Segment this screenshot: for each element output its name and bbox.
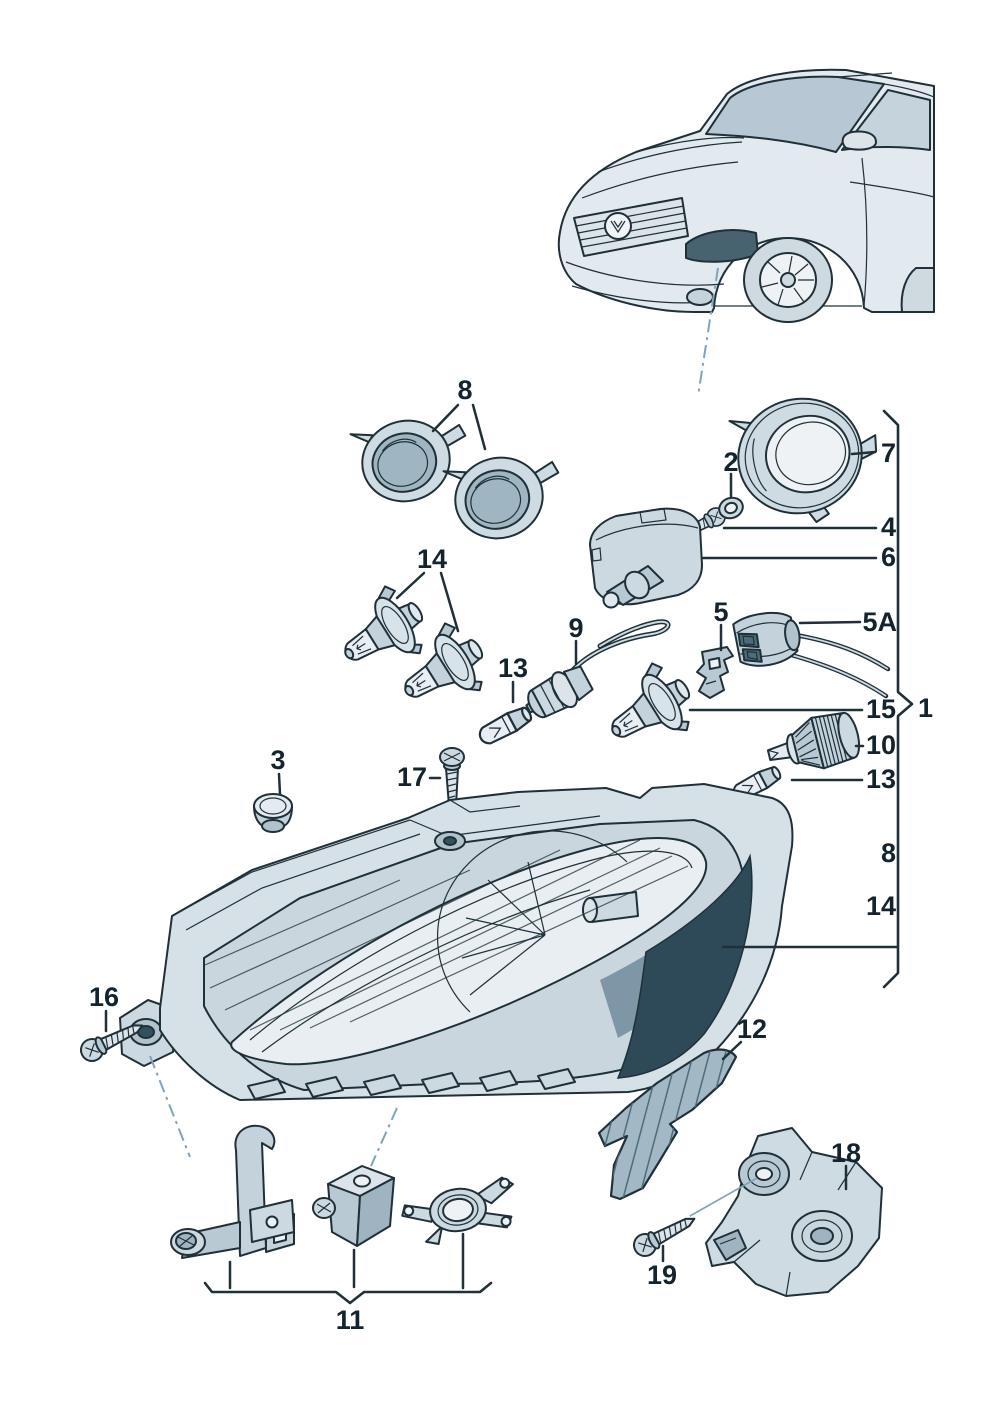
washer <box>718 496 744 520</box>
car-grille <box>573 197 689 257</box>
mounting-bracket <box>689 1127 883 1297</box>
bracket-plate <box>401 1176 514 1246</box>
bulb-holder <box>766 711 861 770</box>
callout-assembly: 1 <box>918 693 933 723</box>
leader-lines <box>104 403 899 1290</box>
callout-connector: 5A <box>862 607 897 637</box>
callout-bulb-right: 15 <box>866 694 896 724</box>
callout-holder: 10 <box>866 730 896 760</box>
callout-trim-piece: 12 <box>737 1014 767 1044</box>
reference-line-car-to-parts <box>697 267 719 397</box>
callout-caps: 8 <box>457 375 472 405</box>
sealing-cap-small <box>253 793 293 833</box>
callout-bulbs: 14 <box>417 544 447 574</box>
callout-ref-cap: 8 <box>881 838 896 868</box>
callout-labels: 8 2 7 4 6 14 9 13 5 5A 15 1 10 13 8 14 3… <box>89 375 933 1335</box>
connector-housing <box>732 611 891 699</box>
bracket-set-brace <box>203 1281 493 1305</box>
headlight-range-motor <box>589 507 703 609</box>
car-foglight <box>686 288 714 306</box>
callout-screw-top: 17 <box>397 762 427 792</box>
halogen-bulb-right <box>592 653 707 765</box>
callout-motor-screw: 2 <box>723 447 738 477</box>
car-mirror <box>841 130 877 151</box>
reference-line-to-block <box>370 1107 398 1167</box>
callout-ref-bulb: 14 <box>866 891 896 921</box>
car-rear-wheel <box>900 267 935 313</box>
bracket-screw <box>629 1207 701 1261</box>
callout-washer: 4 <box>881 512 896 542</box>
bracket-clamp <box>170 1124 295 1259</box>
callout-carrier: 9 <box>568 613 583 643</box>
callout-wedge-a: 13 <box>498 653 528 683</box>
wedge-bulb-front <box>475 702 536 749</box>
callout-trim-ring: 7 <box>881 438 896 468</box>
callout-bracket: 18 <box>831 1138 861 1168</box>
screw-top <box>439 747 465 838</box>
bracket-block <box>312 1165 395 1247</box>
sealing-cap-right <box>442 439 573 551</box>
callout-cap-small: 3 <box>270 745 285 775</box>
callout-screw-side: 16 <box>89 982 119 1012</box>
retainer-clip <box>696 646 734 699</box>
trim-ring <box>728 397 878 523</box>
headlight-assembly <box>119 783 794 1101</box>
callout-wedge-b: 13 <box>866 764 896 794</box>
callout-bracket-screw: 19 <box>647 1260 677 1290</box>
reference-line-to-clamp <box>149 1055 191 1158</box>
assembly-bracket <box>882 409 914 989</box>
bracket-set <box>170 1124 514 1259</box>
vehicle-illustration <box>557 68 935 397</box>
callout-bracket-set: 11 <box>336 1305 365 1335</box>
callout-motor: 6 <box>881 542 896 572</box>
car-front-wheel <box>743 237 833 323</box>
callout-clip: 5 <box>713 597 728 627</box>
